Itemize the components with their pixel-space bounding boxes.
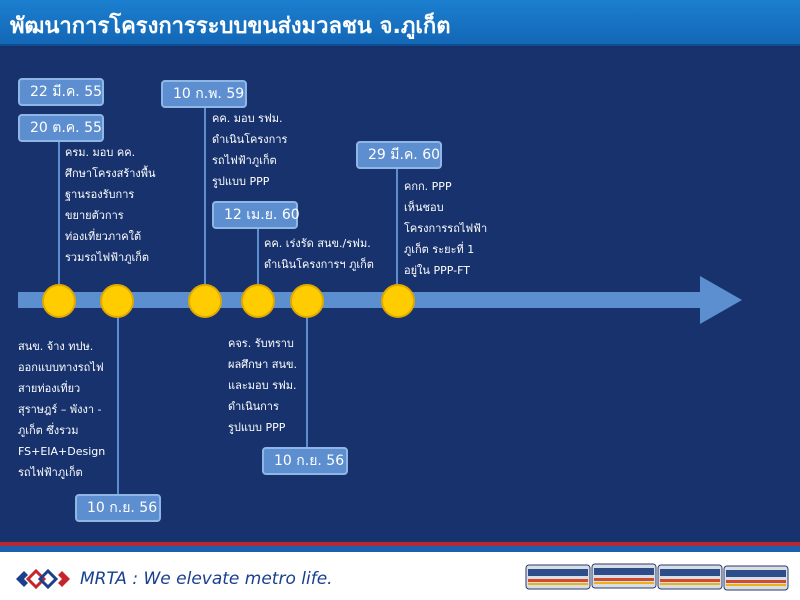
note-line: ภูเก็ต ระยะที่ 1 (404, 243, 475, 256)
note-line: คค. มอบ รฟม. (212, 112, 283, 125)
note-line: ฐานรองรับการ (65, 188, 135, 201)
note-line: สุราษฎร์ – พังงา - (18, 403, 102, 416)
note-line: FS+EIA+Design (18, 445, 106, 458)
connector-line (257, 228, 259, 296)
note-line: รวมรถไฟฟ้าภูเก็ต (65, 251, 150, 264)
note-line: ออกแบบทางรถไฟ (18, 361, 104, 374)
note-line: ภูเก็ต ซึ่งรวม (18, 424, 79, 437)
date-box: 29 มี.ค. 60 (356, 141, 442, 169)
footer-stripe-red (0, 542, 800, 546)
note-line: รถไฟฟ้าภูเก็ต (212, 154, 277, 167)
note-line: ดำเนินโครงการ (212, 133, 288, 146)
connector-line (204, 105, 206, 295)
note-line: สายท่องเที่ยว (18, 382, 81, 395)
note-line: ท่องเที่ยวภาคใต้ (65, 230, 142, 243)
timeline-node (381, 284, 415, 318)
footer: MRTA : We elevate metro life. (0, 552, 800, 600)
event-note: คกก. PPP เห็นชอบ โครงการรถไฟฟ้า ภูเก็ต ร… (404, 176, 487, 281)
note-line: ขยายตัวการ (65, 209, 124, 222)
footer-stripe-blue (0, 546, 800, 552)
note-line: และมอบ รฟม. (228, 379, 297, 392)
note-line: คกก. PPP (404, 180, 452, 193)
note-line: เห็นชอบ (404, 201, 444, 214)
connector-line (58, 140, 60, 296)
timeline-node (100, 284, 134, 318)
event-note: ครม. มอบ คค. ศึกษาโครงสร้างพื้น ฐานรองรั… (65, 142, 156, 268)
note-line: ผลศึกษา สนข. (228, 358, 298, 371)
note-line: รูปแบบ PPP (228, 421, 286, 434)
note-line: ดำเนินการ (228, 400, 279, 413)
timeline-node (42, 284, 76, 318)
date-box: 10 ก.ย. 56 (75, 494, 161, 522)
connector-line (396, 168, 398, 296)
timeline-arrowhead-icon (700, 276, 742, 324)
event-note: สนข. จ้าง ทปษ. ออกแบบทางรถไฟ สายท่องเที่… (18, 336, 105, 483)
date-box: 12 เม.ย. 60 (212, 201, 300, 229)
date-box: 10 ก.ย. 56 (262, 447, 348, 475)
timeline-node (188, 284, 222, 318)
note-line: รูปแบบ PPP (212, 175, 270, 188)
note-line: โครงการรถไฟฟ้า (404, 222, 488, 235)
note-line: สนข. จ้าง ทปษ. (18, 340, 94, 353)
footer-slogan: MRTA : We elevate metro life. (80, 569, 333, 589)
title-bar: พัฒนาการโครงการระบบขนส่งมวลชน จ.ภูเก็ต (0, 0, 800, 46)
event-note: คค. เร่งรัด สนข./รฟม. ดำเนินโครงการฯ ภูเ… (264, 233, 374, 275)
date-box: 22 มี.ค. 55 (18, 78, 104, 106)
timeline-node (241, 284, 275, 318)
note-line: ดำเนินโครงการฯ ภูเก็ต (264, 258, 374, 271)
date-box: 10 ก.พ. 59 (161, 80, 247, 108)
note-line: อยู่ใน PPP-FT (404, 264, 470, 277)
mrta-logo-icon (16, 568, 70, 590)
note-line: ครม. มอบ คค. (65, 146, 136, 159)
event-note: คค. มอบ รฟม. ดำเนินโครงการ รถไฟฟ้าภูเก็ต… (212, 108, 287, 192)
page-title: พัฒนาการโครงการระบบขนส่งมวลชน จ.ภูเก็ต (10, 14, 451, 39)
train-icon (525, 563, 789, 591)
connector-line (306, 305, 308, 448)
note-line: คจร. รับทราบ (228, 337, 294, 350)
note-line: รถไฟฟ้าภูเก็ต (18, 466, 83, 479)
event-note: คจร. รับทราบ ผลศึกษา สนข. และมอบ รฟม. ดำ… (228, 333, 297, 438)
note-line: ศึกษาโครงสร้างพื้น (65, 167, 156, 180)
date-box: 20 ต.ค. 55 (18, 114, 104, 142)
timeline-node (290, 284, 324, 318)
note-line: คค. เร่งรัด สนข./รฟม. (264, 237, 371, 250)
connector-line (117, 305, 119, 495)
